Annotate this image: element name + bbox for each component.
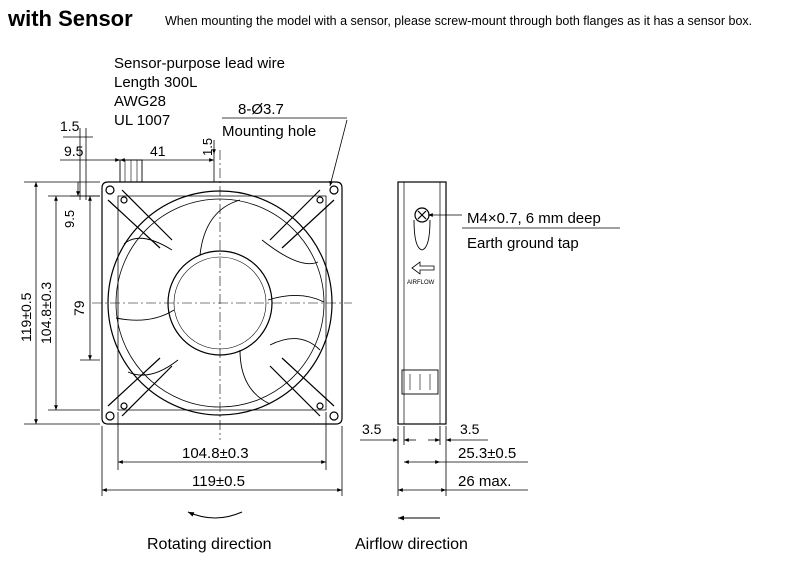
dim-3-5-left: 3.5: [362, 421, 382, 437]
airflow-direction-label: Airflow direction: [355, 536, 468, 553]
lead-wire-line-2: Length 300L: [114, 74, 197, 91]
title-bar: with Sensor When mounting the model with…: [0, 0, 800, 40]
dim-1-5-top: 1.5: [60, 118, 80, 134]
rotation-direction-arrow: [187, 511, 243, 519]
side-airflow-mark: AIRFLOW: [407, 280, 435, 286]
fan-front-view: [101, 159, 343, 425]
front-dimension-lines: [24, 117, 348, 496]
mounting-hole-count: 8-Ø3.7: [238, 101, 284, 118]
earth-tap-spec: M4×0.7, 6 mm deep: [467, 210, 601, 227]
rotating-direction-label: Rotating direction: [147, 536, 272, 553]
mounting-note: When mounting the model with a sensor, p…: [165, 14, 753, 28]
dim-9-5-vertical: 9.5: [62, 210, 77, 228]
dim-1-5-vertical: 1.5: [200, 138, 215, 156]
page-title: with Sensor: [8, 6, 133, 31]
side-dimension-lines: [360, 426, 528, 496]
dim-104-8-horizontal: 104.8±0.3: [182, 445, 249, 462]
lead-wire-line-3: AWG28: [114, 93, 166, 110]
mounting-hole-label: Mounting hole: [222, 123, 316, 140]
lead-wire-line-1: Sensor-purpose lead wire: [114, 55, 285, 72]
dim-104-8-vertical: 104.8±0.3: [38, 282, 54, 344]
dim-9-5-top: 9.5: [64, 143, 84, 159]
dim-119-vertical: 119±0.5: [18, 292, 34, 342]
earth-tap-label: Earth ground tap: [467, 235, 579, 252]
fan-side-view: [397, 181, 447, 425]
dim-3-5-right: 3.5: [460, 421, 480, 437]
dim-26-max: 26 max.: [458, 473, 511, 490]
earth-tap-leader: [428, 213, 620, 229]
dim-79: 79: [71, 300, 87, 316]
dim-25-3: 25.3±0.5: [458, 445, 516, 462]
center-lines: [92, 150, 352, 440]
dim-41: 41: [150, 143, 166, 159]
dim-119-horizontal: 119±0.5: [192, 473, 245, 490]
lead-wire-line-4: UL 1007: [114, 112, 170, 129]
